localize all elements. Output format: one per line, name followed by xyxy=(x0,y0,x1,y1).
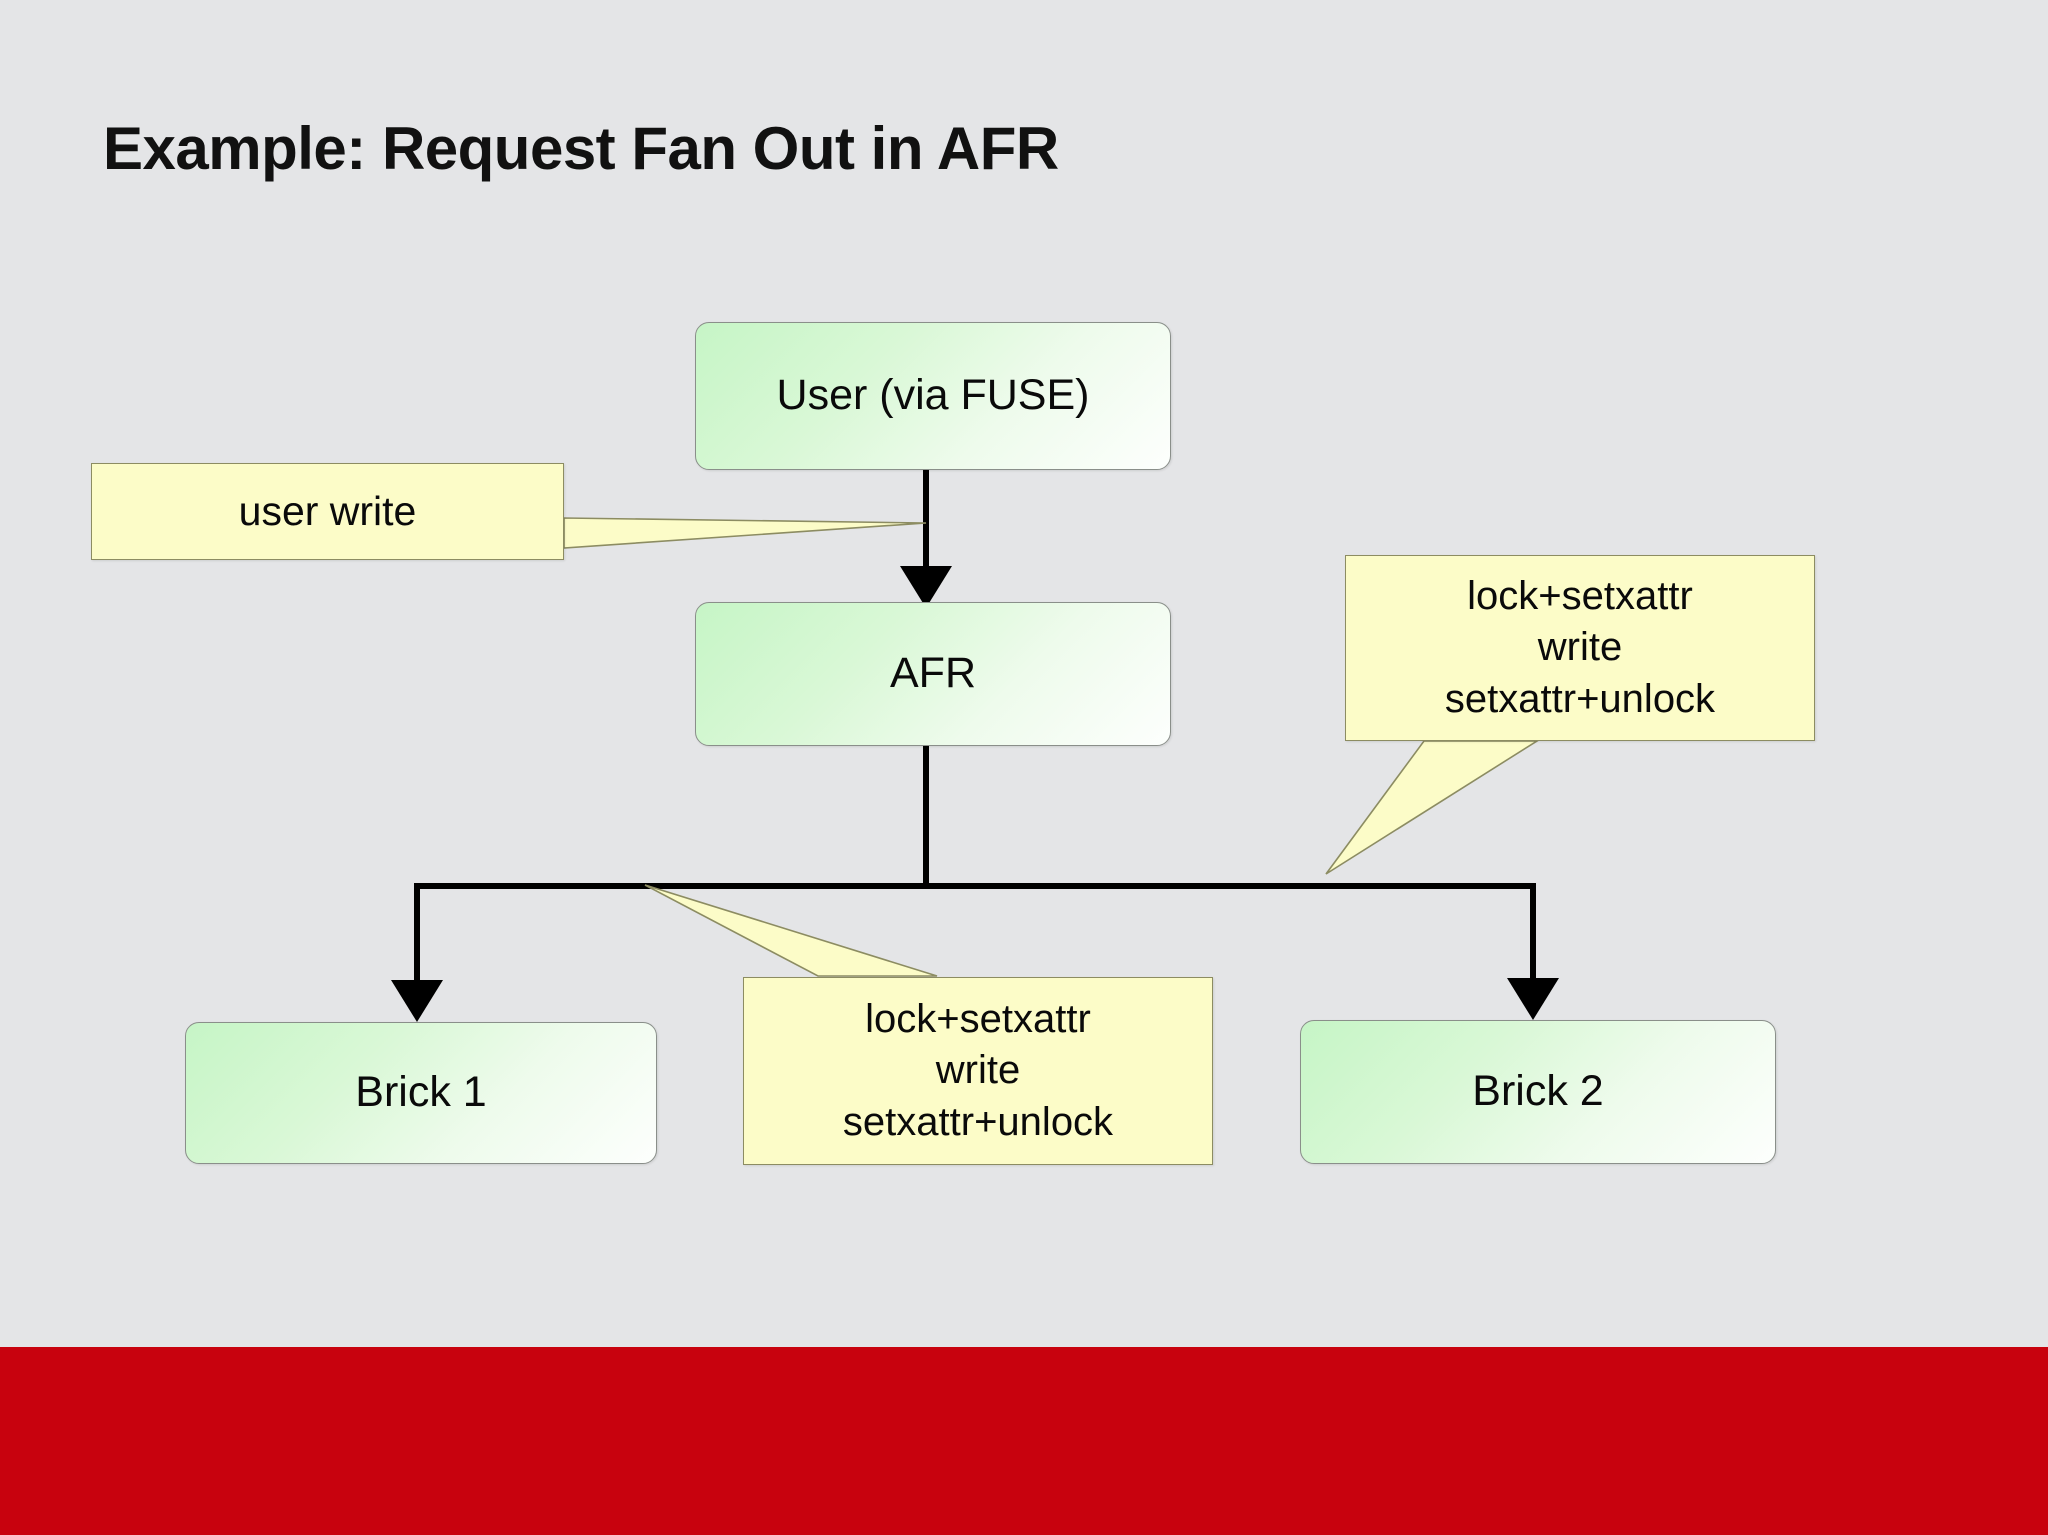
node-user-via-fuse-label: User (via FUSE) xyxy=(776,371,1090,420)
node-brick-2[interactable]: Brick 2 xyxy=(1300,1020,1776,1164)
callout-user-write[interactable]: user write xyxy=(91,463,564,560)
node-user-via-fuse[interactable]: User (via FUSE) xyxy=(695,322,1171,470)
callout-right-ops[interactable]: lock+setxattr write setxattr+unlock xyxy=(1345,555,1815,741)
node-afr[interactable]: AFR xyxy=(695,602,1171,746)
callout-user-write-text: user write xyxy=(238,488,417,535)
callout-tail-user-write xyxy=(563,517,927,549)
footer-band xyxy=(0,1347,2048,1535)
edge-user-to-afr xyxy=(900,470,952,608)
node-afr-label: AFR xyxy=(890,649,976,698)
callout-bottom-ops-text: lock+setxattr write setxattr+unlock xyxy=(842,997,1114,1144)
callout-tail-right-ops xyxy=(1325,740,1540,875)
callout-tail-bottom-ops xyxy=(644,884,938,977)
callout-bottom-ops[interactable]: lock+setxattr write setxattr+unlock xyxy=(743,977,1213,1165)
page-title: Example: Request Fan Out in AFR xyxy=(103,115,1059,182)
node-brick-1-label: Brick 1 xyxy=(355,1068,487,1117)
node-brick-1[interactable]: Brick 1 xyxy=(185,1022,657,1164)
node-brick-2-label: Brick 2 xyxy=(1472,1067,1604,1116)
callout-right-ops-text: lock+setxattr write setxattr+unlock xyxy=(1444,574,1716,721)
